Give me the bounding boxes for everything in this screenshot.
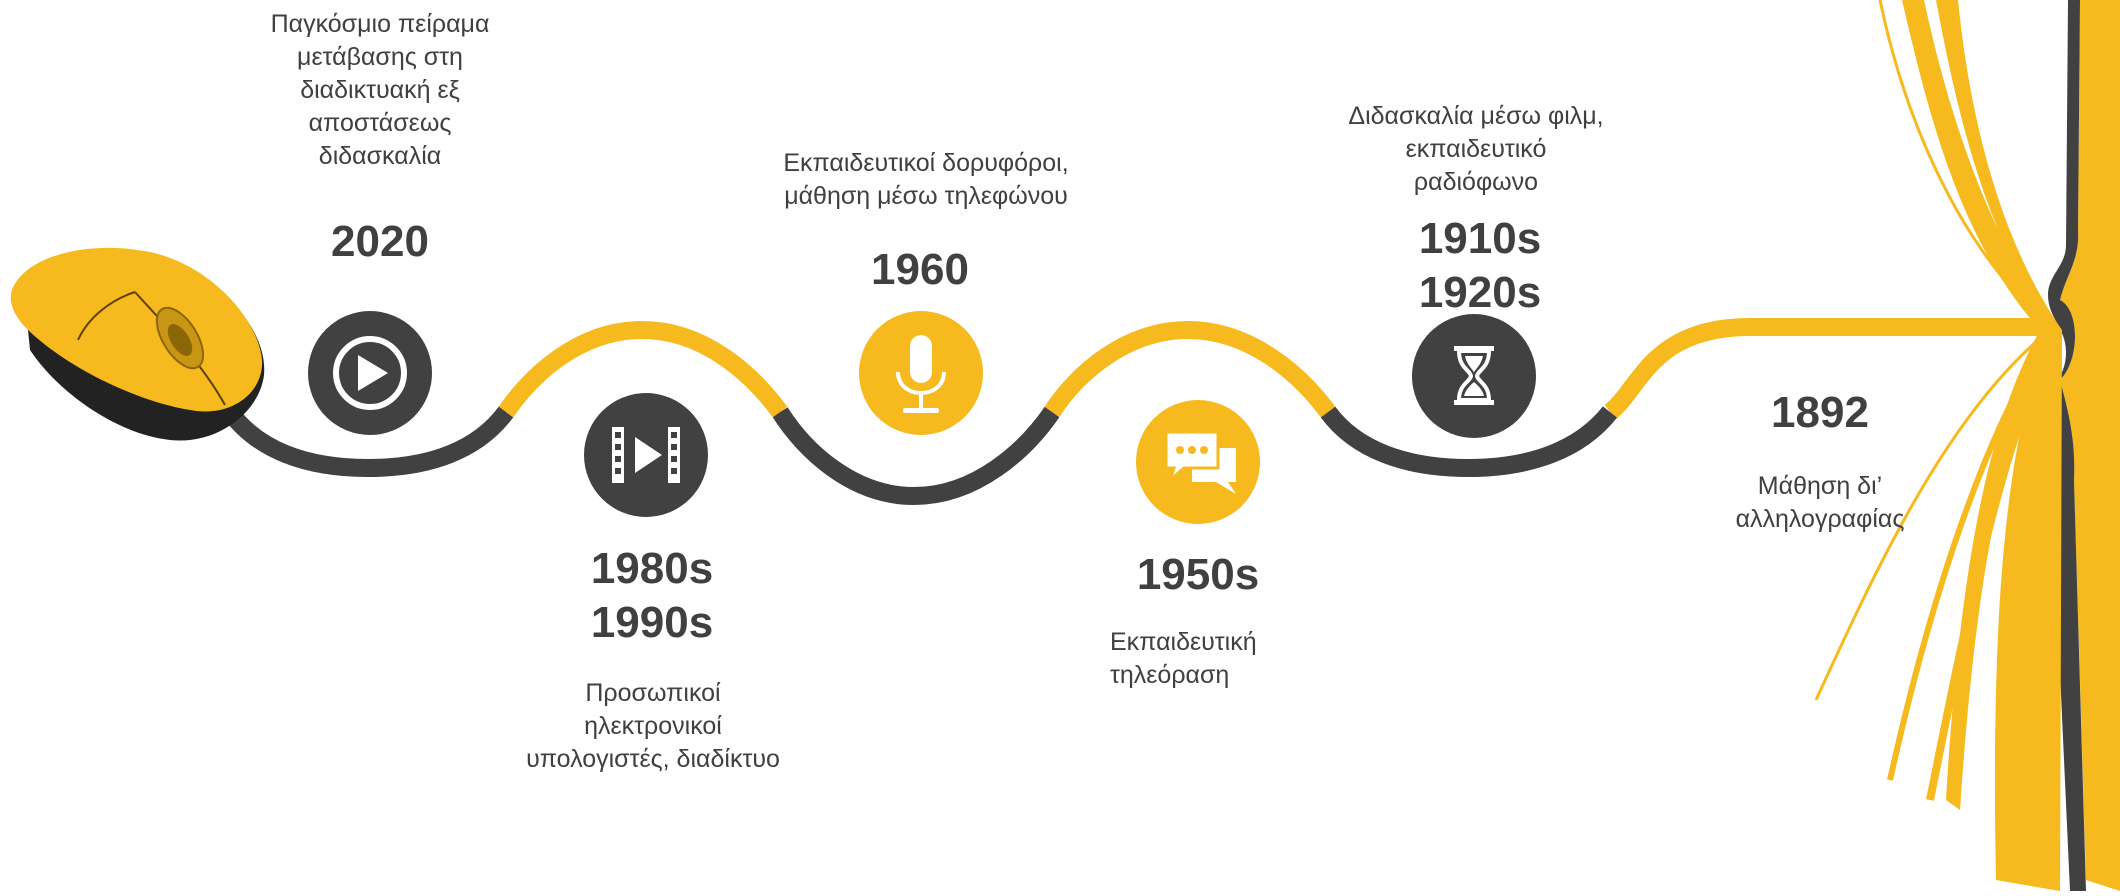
chat-bubbles-icon bbox=[1164, 430, 1236, 494]
milestone-1892-description: Μάθηση δι’ αλληλογραφίας bbox=[1735, 472, 1905, 533]
milestone-1960-description: Εκπαιδευτικοί δορυφόροι, μάθηση μέσω τηλ… bbox=[783, 149, 1069, 210]
path-segment-5 bbox=[498, 320, 788, 418]
mouse-button-split bbox=[77, 291, 136, 341]
path-segment-1 bbox=[1604, 318, 2040, 420]
milestone-1892-year: 1892 bbox=[1771, 388, 1869, 437]
node-2020 bbox=[308, 311, 432, 435]
book-page-line-3 bbox=[1887, 330, 2055, 781]
milestone-1980s-1990s-year: 1980s 1990s bbox=[590, 544, 714, 647]
book-page-line-4 bbox=[1926, 332, 2058, 801]
book-back-pages bbox=[2060, 0, 2120, 891]
open-book-icon bbox=[1814, 0, 2120, 891]
book-page-fan-2 bbox=[1936, 0, 2062, 891]
microphone-icon bbox=[896, 335, 946, 413]
path-segment-2 bbox=[1320, 406, 1618, 478]
milestone-1910s-1920s-description: Διδασκαλία μέσω φιλμ, εκπαιδευτικό ραδιό… bbox=[1348, 102, 1604, 196]
path-segment-6 bbox=[215, 395, 514, 478]
milestone-1960-year: 1960 bbox=[871, 245, 969, 294]
path-segment-4 bbox=[772, 406, 1060, 506]
computer-mouse-icon bbox=[10, 247, 265, 441]
node-1950s bbox=[1136, 400, 1260, 524]
milestone-1980s-1990s-description: Προσωπικοί ηλεκτρονικοί υπολογιστές, δια… bbox=[526, 679, 780, 773]
node-1980s-1990s bbox=[584, 393, 708, 517]
milestone-2020-year: 2020 bbox=[331, 217, 429, 266]
node-1910s-1920s bbox=[1412, 314, 1536, 438]
timeline-path bbox=[215, 318, 2040, 506]
milestone-1950s-description: Εκπαιδευτική τηλεόραση bbox=[1110, 628, 1257, 689]
milestone-1910s-1920s-year: 1910s 1920s bbox=[1418, 214, 1542, 317]
film-icon bbox=[612, 427, 680, 483]
node-1960 bbox=[859, 311, 983, 435]
milestone-2020-description: Παγκόσμιο πείραμα μετάβασης στη διαδικτυ… bbox=[270, 10, 490, 170]
node-circle bbox=[1412, 314, 1536, 438]
hourglass-icon bbox=[1454, 346, 1494, 405]
mouse-body bbox=[10, 247, 263, 412]
mouse-scroll-wheel-core bbox=[167, 324, 193, 356]
play-icon bbox=[333, 336, 407, 410]
milestone-1950s-year: 1950s bbox=[1136, 550, 1260, 599]
book-spine-shade bbox=[2048, 0, 2086, 891]
book-page-line-1 bbox=[1878, 0, 2051, 328]
book-page-line-2 bbox=[1814, 328, 2051, 701]
path-segment-3 bbox=[1044, 320, 1336, 418]
